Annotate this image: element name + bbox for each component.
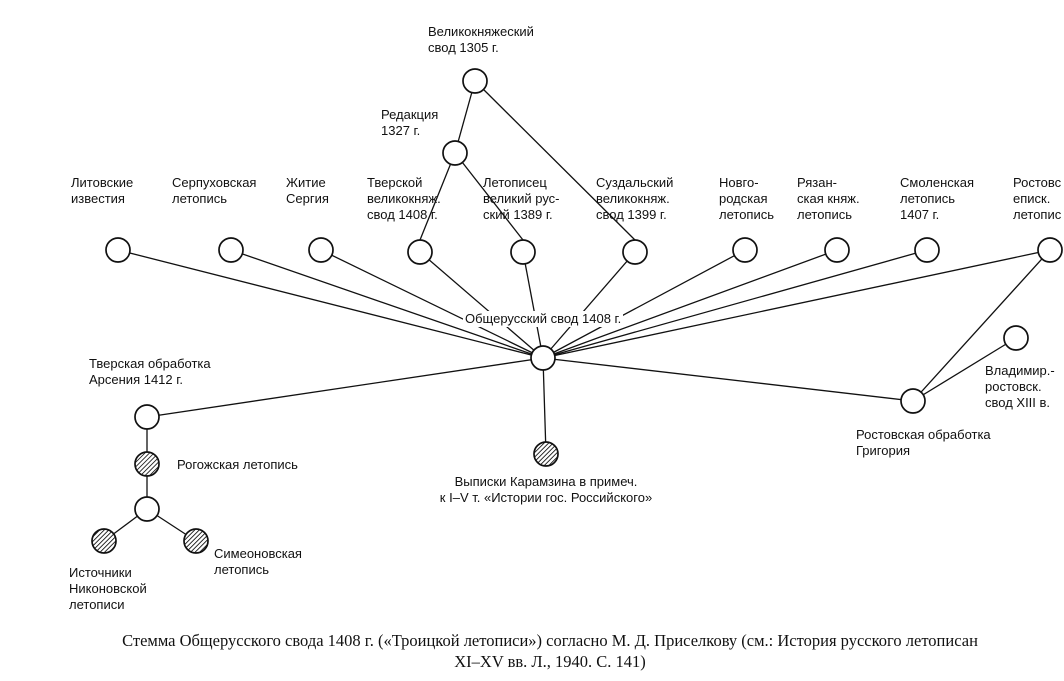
node-tverskoy (407, 239, 433, 265)
label-litovskie: Литовские известия (71, 175, 134, 206)
node-simeonovskaya (183, 528, 209, 554)
label-rostovskaya-obrabotka: Ростовская обработка Григория (856, 427, 991, 458)
caption-line-2: XI–XV вв. Л., 1940. С. 141) (454, 652, 646, 671)
node-letopisets (510, 239, 536, 265)
edge-rostov-episk-to-svod (542, 249, 1051, 359)
label-novgorodskaya: Новго- родская летопись (719, 175, 774, 222)
node-obshcherusskiy-svod (530, 345, 556, 371)
edge-ryazan-to-svod (542, 249, 838, 359)
label-smolenskaya: Смоленская летопись 1407 г. (900, 175, 975, 222)
label-rogozhskaya: Рогожская летопись (177, 457, 298, 472)
label-tverskoy: Тверской великокняж. свод 1408 г. (367, 175, 441, 222)
edge-1327-to-letopisets (454, 152, 524, 241)
edge-serpukhov-to-svod (230, 249, 544, 359)
edge-svod-to-tver-obrabotka (146, 357, 544, 418)
label-obshcherusskiy-svod: Общерусский свод 1408 г. (463, 311, 624, 327)
node-redaktsiya-1327 (442, 140, 468, 166)
label-redaktsiya: Редакция 1327 г. (381, 107, 439, 138)
edge-svod-to-karamzin (542, 357, 547, 455)
edge-letopisets-to-svod (522, 251, 544, 359)
edge-1305-to-suzdal (474, 80, 636, 241)
label-istochniki-nikonovskoy: Источники Никоновской летописи (69, 565, 147, 612)
label-simeonovskaya: Симеоновская летопись (214, 546, 302, 577)
caption-line-1: Стемма Общерусского свода 1408 г. («Трои… (122, 631, 978, 650)
node-suzdalskiy (622, 239, 648, 265)
node-litovskie (105, 237, 131, 263)
edge-smolensk-to-svod (542, 249, 928, 359)
edge-suzdal-to-svod (542, 251, 636, 359)
stemma-nodes (91, 68, 1063, 554)
node-novgorodskaya (732, 237, 758, 263)
figure-caption: Стемма Общерусского свода 1408 г. («Трои… (0, 630, 1064, 672)
label-serpukhovskaya: Серпуховская летопись (172, 175, 257, 206)
edge-tver-to-svod (419, 251, 544, 359)
label-vypiski-karamzina: Выписки Карамзина в примеч. к I–V т. «Ис… (439, 474, 653, 505)
node-tverskaya-obrabotka (134, 404, 160, 430)
node-junction (134, 496, 160, 522)
label-suzdalskiy: Суздальский великокняж. свод 1399 г. (596, 175, 674, 222)
node-serpukhovskaya (218, 237, 244, 263)
edge-1327-to-tver (419, 152, 456, 241)
edge-novgorod-to-svod (542, 249, 746, 359)
node-istochniki-nikonovskoy (91, 528, 117, 554)
label-vladimir-rostovsk: Владимир.- ростовск. свод XIII в. (985, 363, 1055, 410)
edge-litovskie-to-svod (117, 249, 544, 359)
label-ryazanskaya: Рязан- ская княж. летопись (797, 175, 860, 222)
node-rogozhskaya (134, 451, 160, 477)
node-vladimir-rostovsk (1003, 325, 1029, 351)
node-rostovskaya-episk (1037, 237, 1063, 263)
node-rostovskaya-obrabotka (900, 388, 926, 414)
edge-svod-to-rostov-obrabotka (542, 357, 914, 402)
edge-vladimir-to-rostov-obrabotka (912, 337, 1017, 402)
node-ryazanskaya (824, 237, 850, 263)
node-velikoknyazheskiy-1305 (462, 68, 488, 94)
label-velikoknyazheskiy: Великокняжеский свод 1305 г. (428, 24, 534, 55)
node-zhitie (308, 237, 334, 263)
label-tverskaya-obrabotka: Тверская обработка Арсения 1412 г. (89, 356, 211, 387)
edge-zhitie-to-svod (320, 249, 544, 359)
node-vypiski-karamzina (533, 441, 559, 467)
edge-rostov-episk-to-rostov-obrabotka (912, 249, 1051, 402)
label-zhitie: Житие Сергия (286, 175, 329, 206)
label-rostovskaya-episk: Ростовс еписк. летопис (1013, 175, 1062, 222)
node-smolenskaya (914, 237, 940, 263)
label-letopisets: Летописец великий рус- ский 1389 г. (483, 175, 560, 222)
